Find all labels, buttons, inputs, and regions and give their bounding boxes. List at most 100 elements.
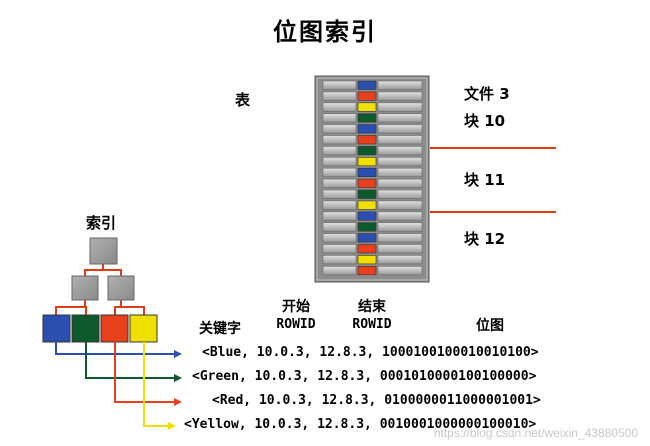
entry-key: <Red, [212, 393, 252, 408]
index-leaf-red [100, 314, 129, 343]
entry-row-green: <Green, 10.0.3, 12.8.3, 0001010000100100… [192, 369, 536, 384]
table-row [322, 80, 423, 90]
table-row-key-red [357, 178, 377, 188]
entry-end: 12.8.3, [317, 369, 373, 384]
table-rows [322, 80, 423, 276]
table-row-key-yellow [357, 200, 377, 210]
table-row-key-green [357, 146, 377, 156]
block-label-10: 块 10 [464, 112, 506, 130]
arrow-yellow [143, 342, 176, 430]
table-row-key-red [357, 244, 377, 254]
table-row-cell [322, 244, 357, 254]
watermark: https://blog.csdn.net/weixin_43880500 [433, 426, 638, 440]
table-row-key-blue [357, 167, 377, 177]
entry-row-yellow: <Yellow, 10.0.3, 12.8.3, 001000100000010… [184, 417, 536, 432]
table-row [322, 200, 423, 210]
tree-connectors [55, 264, 145, 315]
table-row-cell [322, 233, 357, 243]
block-label-11: 块 11 [464, 171, 506, 189]
header-start: 开始 ROWID [268, 298, 324, 334]
table-row [322, 102, 423, 112]
table-row [322, 91, 423, 101]
table-row-key-red [357, 135, 377, 145]
header-start-label: 开始 [282, 299, 310, 315]
index-branch-node-right [107, 275, 135, 301]
entry-bitmap: 1000100100010010100> [382, 345, 539, 360]
index-leaf-blue [42, 314, 71, 343]
entry-end: 12.8.3, [321, 393, 377, 408]
arrow-green [85, 342, 182, 382]
table-row-cell [322, 200, 357, 210]
table-row-cell [322, 189, 357, 199]
table-row [322, 222, 423, 232]
table-row [322, 113, 423, 123]
header-key: 关键字 [199, 321, 241, 337]
table-row-cell [322, 102, 357, 112]
table-row-cell [322, 178, 357, 188]
header-end-label: 结束 [358, 299, 386, 315]
table-row-cell [377, 113, 423, 123]
index-leaves [42, 314, 158, 343]
entry-bitmap: 0010001000000100010> [379, 417, 537, 432]
table-row-key-red [357, 265, 377, 276]
index-branch-node-left [71, 275, 99, 301]
table-row-cell [322, 135, 357, 145]
file-label: 文件 3 [464, 85, 510, 103]
table-row-key-yellow [357, 157, 377, 167]
table-row-cell [377, 157, 423, 167]
table-row-cell [377, 255, 423, 265]
table-row [322, 178, 423, 188]
header-end-rowid: ROWID [352, 317, 392, 332]
table-row-cell [322, 113, 357, 123]
table-row-cell [377, 102, 423, 112]
entry-start: 10.0.3, [254, 369, 310, 384]
table-row-key-blue [357, 233, 377, 243]
table-row-key-green [357, 113, 377, 123]
entry-start: 10.0.3, [254, 417, 310, 432]
table-row [322, 244, 423, 254]
table-row-cell [377, 211, 423, 221]
table-row-cell [377, 244, 423, 254]
table-row-key-blue [357, 211, 377, 221]
table-row-cell [322, 265, 357, 276]
table-row-key-blue [357, 80, 377, 90]
header-end: 结束 ROWID [344, 298, 400, 334]
table-row-cell [322, 222, 357, 232]
entry-key: <Blue, [202, 345, 249, 360]
table-row [322, 265, 423, 276]
table-row [322, 189, 423, 199]
table-row [322, 233, 423, 243]
table-row-key-red [357, 91, 377, 101]
table-label: 表 [235, 91, 251, 109]
table-row [322, 157, 423, 167]
table-row-cell [377, 91, 423, 101]
entry-bitmap: 0001010000100100000> [379, 369, 537, 384]
table-row-cell [377, 222, 423, 232]
table-row-cell [377, 124, 423, 134]
index-leaf-green [71, 314, 100, 343]
table-row-key-yellow [357, 255, 377, 265]
table-row-cell [377, 189, 423, 199]
table-row-cell [377, 233, 423, 243]
table-row-cell [322, 91, 357, 101]
table-row-cell [377, 135, 423, 145]
header-start-rowid: ROWID [276, 317, 316, 332]
arrow-red [114, 342, 182, 406]
table-row-cell [377, 265, 423, 276]
entry-key: <Green, [192, 369, 247, 384]
entry-start: 10.0.3, [258, 393, 314, 408]
table-row-cell [377, 167, 423, 177]
table-row-cell [322, 167, 357, 177]
entry-end: 12.8.3, [317, 417, 372, 432]
header-bitmap: 位图 [476, 318, 504, 334]
table-row-cell [322, 255, 357, 265]
diagram-title: 位图索引 [273, 18, 377, 46]
entry-start: 10.0.3, [256, 345, 312, 360]
table-row-cell [377, 178, 423, 188]
table-row-key-green [357, 189, 377, 199]
table-row-cell [322, 157, 357, 167]
arrow-blue [55, 342, 182, 358]
table-row [322, 167, 423, 177]
index-root-node [89, 237, 118, 265]
